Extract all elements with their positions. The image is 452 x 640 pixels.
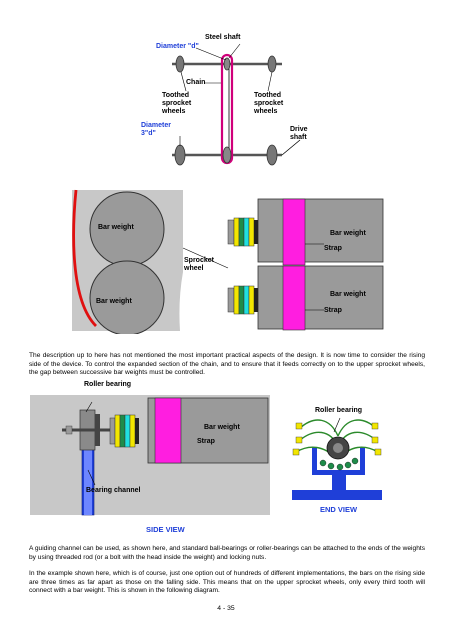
- chain-red: [72, 189, 98, 327]
- shaft-sprocket-diagram: [172, 43, 301, 166]
- page-number: 4 - 35: [217, 605, 235, 612]
- bottom-sprocket-mid: [222, 146, 232, 164]
- diameter-d-label: Diameter "d": [156, 43, 199, 50]
- end-view-base: [292, 490, 382, 500]
- bearing-channel-label: Bearing channel: [86, 487, 141, 494]
- end-view-label: END VIEW: [320, 505, 358, 514]
- bar-weight-label-top-left: Bar weight: [98, 224, 134, 231]
- top-sprocket-right: [267, 55, 277, 73]
- end-view-weights: [292, 422, 382, 456]
- roller-bearing-label-left: Roller bearing: [84, 381, 132, 388]
- roller-bearing-label-right: Roller bearing: [315, 407, 363, 414]
- chain-label: Chain: [186, 79, 206, 86]
- sprocket-wheel-label: Sprocket wheel: [184, 257, 214, 272]
- bottom-sprocket-left: [174, 144, 186, 166]
- strap-label-bottom: Strap: [324, 307, 342, 314]
- strap-top: [282, 198, 306, 266]
- strap-label-top: Strap: [324, 245, 342, 252]
- bar-weight-label-top-right: Bar weight: [330, 230, 366, 237]
- toothed-sprocket-label-right: Toothed sprocket wheels: [254, 92, 284, 115]
- toothed-sprocket-label-left: Toothed sprocket wheels: [162, 92, 192, 115]
- bar-weight-sprocket-diagram: [72, 189, 384, 334]
- strap-label-side: Strap: [197, 438, 215, 445]
- bar-weight-label-side: Bar weight: [204, 424, 240, 431]
- bar-weight-label-bottom-right: Bar weight: [330, 291, 366, 298]
- paragraph-rising-side: The description up to here has not menti…: [29, 352, 425, 377]
- top-sprocket-mid: [223, 57, 231, 71]
- bar-weight-label-bottom-left: Bar weight: [96, 298, 132, 305]
- strap-side: [154, 397, 182, 464]
- bar-weight-top-right: [257, 198, 384, 263]
- side-view-label: SIDE VIEW: [146, 525, 185, 534]
- top-sprocket-left: [175, 55, 185, 73]
- end-view-rollers: [319, 457, 359, 471]
- bar-weight-bottom-circle: [89, 260, 165, 334]
- bottom-sprocket-right: [266, 144, 278, 166]
- bar-weight-bottom-right: [257, 265, 384, 330]
- steel-shaft-label: Steel shaft: [205, 34, 241, 41]
- diameter-3d-label: Diameter 3"d": [141, 122, 171, 137]
- paragraph-example: In the example shown here, which is of c…: [29, 570, 425, 595]
- drive-shaft-label: Drive shaft: [290, 126, 308, 141]
- strap-bottom: [282, 265, 306, 331]
- end-view-channel: [312, 447, 365, 475]
- paragraph-guiding-channel: A guiding channel can be used, as shown …: [29, 545, 425, 561]
- bearing-channel-diagram: [30, 395, 382, 516]
